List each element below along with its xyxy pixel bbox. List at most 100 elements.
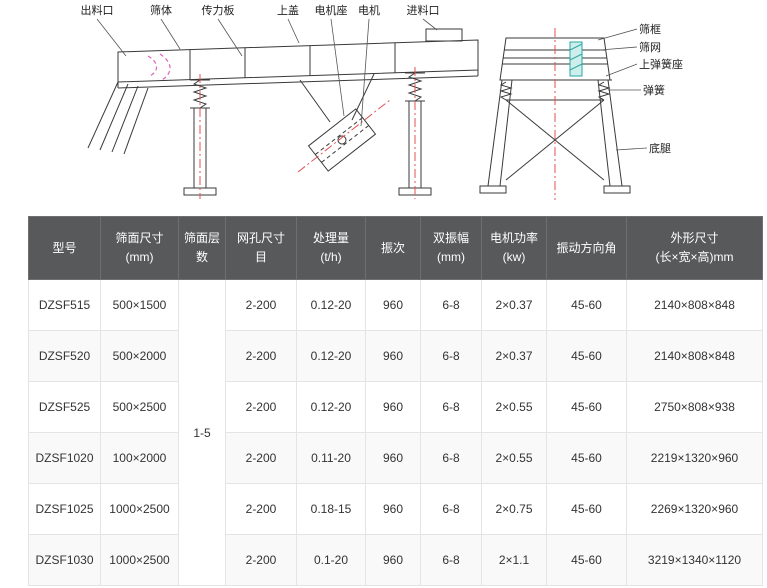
- cell-power: 2×0.55: [481, 432, 547, 484]
- cell-angle: 45-60: [546, 534, 627, 586]
- cell-freq: 960: [365, 279, 421, 331]
- cell-power: 2×0.75: [481, 483, 547, 535]
- label-outlet: 出料口: [81, 3, 114, 17]
- cell-angle: 45-60: [546, 483, 627, 535]
- cell-capacity: 0.1-20: [296, 534, 366, 586]
- cell-amplitude: 6-8: [420, 534, 482, 586]
- cell-capacity: 0.12-20: [296, 330, 366, 382]
- feed-inlet: [425, 28, 463, 42]
- label-bottom-leg: 底腿: [649, 141, 671, 155]
- col-freq: 振次: [365, 216, 421, 280]
- label-cover: 上盖: [277, 3, 299, 17]
- col-dims: 外形尺寸 (长×宽×高)mm: [626, 216, 763, 280]
- vibrating-screen-diagram: 出料口 筛体 传力板 上盖 电机座 电机 进料口: [81, 3, 683, 200]
- cell-mesh: 2-200: [225, 483, 297, 535]
- cell-freq: 960: [365, 330, 421, 382]
- cell-model: DZSF1020: [28, 432, 101, 484]
- spec-table: 型号 筛面尺寸 (mm) 筛面层 数 网孔尺寸 目 处理量 (t/h) 振次 双…: [28, 216, 763, 586]
- cell-freq: 960: [365, 534, 421, 586]
- cell-mesh: 2-200: [225, 381, 297, 433]
- label-screen-frame: 筛框: [639, 22, 661, 36]
- cell-mesh: 2-200: [225, 432, 297, 484]
- side-view: [87, 28, 479, 196]
- cell-freq: 960: [365, 483, 421, 535]
- centerlines-side: [199, 67, 416, 199]
- cell-mesh: 2-200: [225, 279, 297, 331]
- right-spring: [597, 81, 611, 101]
- cell-amplitude: 6-8: [420, 432, 482, 484]
- header-row: 型号 筛面尺寸 (mm) 筛面层 数 网孔尺寸 目 处理量 (t/h) 振次 双…: [28, 216, 763, 280]
- col-angle: 振动方向角: [546, 216, 627, 280]
- end-leaders: [597, 28, 648, 151]
- side-labels: 出料口 筛体 传力板 上盖 电机座 电机 进料口: [81, 3, 440, 17]
- cell-freq: 960: [365, 432, 421, 484]
- cell-power: 2×0.37: [481, 330, 547, 382]
- screen-body-outline: [117, 39, 479, 83]
- motor: [307, 108, 377, 172]
- col-size: 筛面尺寸 (mm): [100, 216, 179, 280]
- col-amplitude: 双振幅 (mm): [420, 216, 482, 280]
- cell-model: DZSF515: [28, 279, 101, 331]
- cell-size: 500×2000: [100, 330, 179, 382]
- cell-model: DZSF525: [28, 381, 101, 433]
- cell-mesh: 2-200: [225, 330, 297, 382]
- cell-capacity: 0.12-20: [296, 279, 366, 331]
- label-screen-mesh: 筛网: [639, 40, 661, 54]
- cell-angle: 45-60: [546, 432, 627, 484]
- discharge-chute: [87, 81, 149, 155]
- cell-size: 500×2500: [100, 381, 179, 433]
- col-power: 电机功率 (kw): [481, 216, 547, 280]
- cell-power: 2×1.1: [481, 534, 547, 586]
- cell-model: DZSF1030: [28, 534, 101, 586]
- cell-capacity: 0.11-20: [296, 432, 366, 484]
- cell-dims: 2269×1320×960: [626, 483, 763, 535]
- cell-angle: 45-60: [546, 381, 627, 433]
- cell-power: 2×0.37: [481, 279, 547, 331]
- label-inlet: 进料口: [407, 3, 440, 17]
- technical-drawing: 出料口 筛体 传力板 上盖 电机座 电机 进料口: [0, 0, 767, 216]
- col-mesh: 网孔尺寸 目: [225, 216, 297, 280]
- cell-amplitude: 6-8: [420, 483, 482, 535]
- cell-amplitude: 6-8: [420, 381, 482, 433]
- cell-size: 100×2000: [100, 432, 179, 484]
- label-spring: 弹簧: [643, 83, 665, 97]
- cell-dims: 2750×808×938: [626, 381, 763, 433]
- cell-angle: 45-60: [546, 279, 627, 331]
- spec-table-section: 型号 筛面尺寸 (mm) 筛面层 数 网孔尺寸 目 处理量 (t/h) 振次 双…: [0, 216, 767, 586]
- cell-size: 1000×2500: [100, 534, 179, 586]
- col-capacity: 处理量 (t/h): [296, 216, 366, 280]
- cell-model: DZSF1025: [28, 483, 101, 535]
- label-upper-spring-seat: 上弹簧座: [639, 57, 683, 71]
- end-labels: 筛框 筛网 上弹簧座 弹簧 底腿: [639, 22, 683, 155]
- cell-size: 1000×2500: [100, 483, 179, 535]
- cell-capacity: 0.18-15: [296, 483, 366, 535]
- cell-dims: 2140×808×848: [626, 279, 763, 331]
- cell-power: 2×0.55: [481, 381, 547, 433]
- cell-amplitude: 6-8: [420, 279, 482, 331]
- spring-seat-hatch: [569, 41, 583, 77]
- cell-dims: 2140×808×848: [626, 330, 763, 382]
- left-spring: [499, 81, 513, 101]
- cell-capacity: 0.12-20: [296, 381, 366, 433]
- cell-mesh: 2-200: [225, 534, 297, 586]
- cell-amplitude: 6-8: [420, 330, 482, 382]
- cell-angle: 45-60: [546, 330, 627, 382]
- cell-freq: 960: [365, 381, 421, 433]
- cell-size: 500×1500: [100, 279, 179, 331]
- spec-table-head: 型号 筛面尺寸 (mm) 筛面层 数 网孔尺寸 目 处理量 (t/h) 振次 双…: [28, 216, 763, 280]
- label-force-plate: 传力板: [202, 3, 235, 17]
- col-model: 型号: [28, 216, 101, 280]
- cell-dims: 3219×1340×1120: [626, 534, 763, 586]
- material-flow-arrows: [147, 53, 171, 81]
- label-motor-seat: 电机座: [315, 3, 348, 17]
- cell-dims: 2219×1320×960: [626, 432, 763, 484]
- cell-layers-merged: 1-5: [178, 279, 226, 586]
- label-motor: 电机: [358, 3, 380, 17]
